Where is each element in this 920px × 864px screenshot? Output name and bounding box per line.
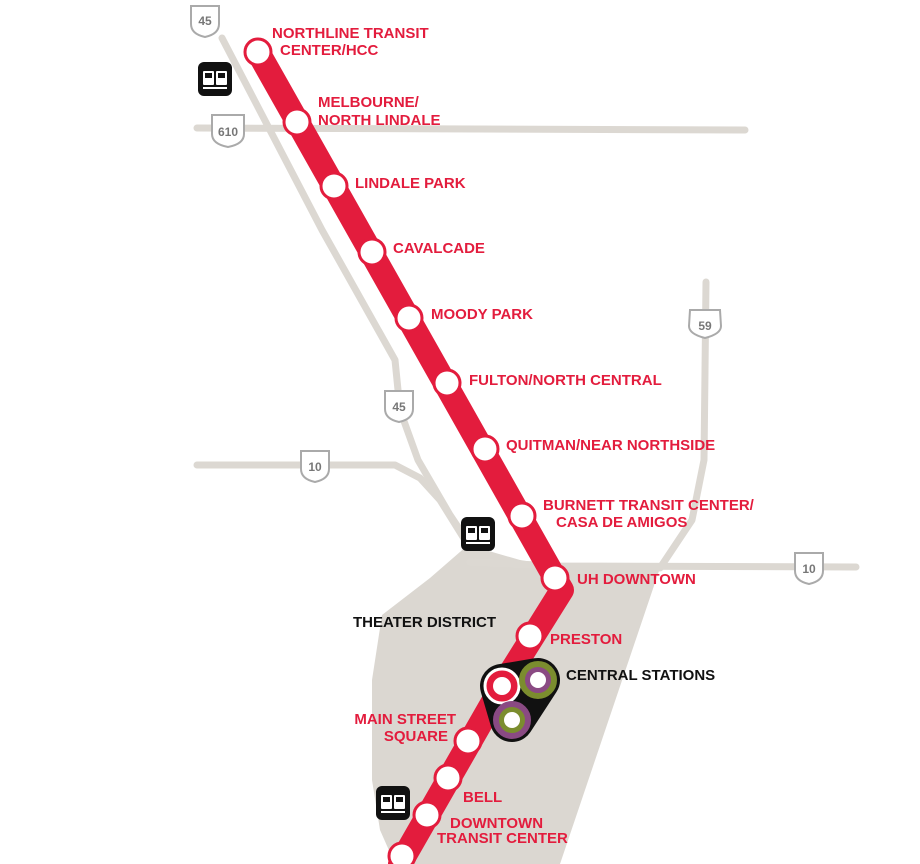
shield-number: 10 — [802, 562, 816, 576]
shield-i10-right: 10 — [794, 552, 824, 586]
station-preston[interactable] — [515, 621, 545, 651]
station-label: CASA DE AMIGOS — [556, 514, 687, 531]
station-label: BURNETT TRANSIT CENTER/ — [543, 497, 755, 514]
station-bottom[interactable] — [387, 841, 417, 864]
road-i610 — [193, 124, 749, 134]
shield-icon — [687, 309, 723, 340]
station-lindale[interactable] — [319, 171, 349, 201]
station-moody[interactable] — [394, 303, 424, 333]
station-label: QUITMAN/NEAR NORTHSIDE — [506, 437, 715, 454]
station-label: MOODY PARK — [431, 306, 533, 323]
station-label: BELL — [463, 789, 502, 806]
station-mainstreet[interactable] — [453, 726, 483, 756]
shield-number: 45 — [198, 14, 212, 28]
station-label: CAVALCADE — [393, 240, 485, 257]
shield-icon — [300, 450, 330, 484]
shield-i610: 610 — [211, 114, 245, 149]
theater-district-label: THEATER DISTRICT — [353, 614, 496, 631]
station-label: UH DOWNTOWN — [577, 571, 696, 588]
shield-i10-left: 10 — [300, 450, 330, 484]
shield-number: 59 — [698, 319, 712, 333]
station-label: LINDALE PARK — [355, 175, 466, 192]
transit-center-icon — [461, 517, 495, 551]
station-label: SQUARE — [384, 728, 448, 745]
shield-icon — [211, 114, 245, 149]
shield-i45-mid: 45 — [384, 390, 414, 424]
station-downtown[interactable] — [412, 800, 442, 830]
station-uh[interactable] — [540, 563, 570, 593]
shield-number: 610 — [218, 125, 238, 139]
station-burnett[interactable] — [507, 501, 537, 531]
shield-number: 45 — [392, 400, 406, 414]
road-us59 — [656, 278, 710, 572]
station-label: TRANSIT CENTER — [437, 830, 568, 847]
shield-us59: 59 — [687, 309, 723, 340]
transit-center-icon — [376, 786, 410, 820]
transit-center-icon — [198, 62, 232, 96]
station-label: MELBOURNE/ — [318, 94, 420, 111]
station-label: FULTON/NORTH CENTRAL — [469, 372, 662, 389]
station-fulton[interactable] — [432, 368, 462, 398]
shield-icon — [384, 390, 414, 424]
station-label: NORTHLINE TRANSIT — [272, 25, 429, 42]
station-quitman[interactable] — [470, 434, 500, 464]
station-label: DOWNTOWN — [450, 815, 543, 832]
shield-i45-top: 45 — [190, 5, 220, 39]
station-cavalcade[interactable] — [357, 237, 387, 267]
central-stations-label: CENTRAL STATIONS — [566, 667, 715, 684]
shield-icon — [190, 5, 220, 39]
station-northline[interactable] — [243, 37, 273, 67]
station-label: CENTER/HCC — [280, 42, 379, 59]
shield-number: 10 — [308, 460, 322, 474]
station-label: PRESTON — [550, 631, 622, 648]
station-label: MAIN STREET — [354, 711, 456, 728]
station-melbourne[interactable] — [282, 107, 312, 137]
central-stations-transfer — [480, 658, 560, 742]
shield-icon — [794, 552, 824, 586]
station-label: NORTH LINDALE — [318, 112, 441, 129]
station-markers — [243, 37, 570, 864]
station-bell[interactable] — [433, 763, 463, 793]
